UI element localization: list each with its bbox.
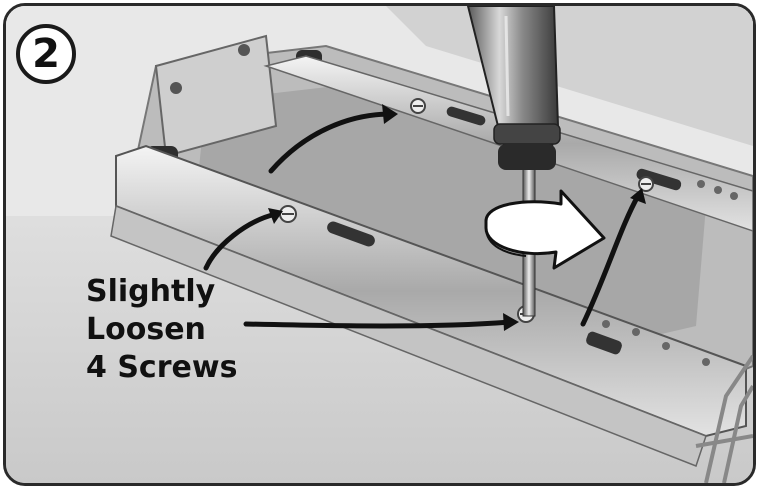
arrow-to-screw-2 bbox=[203, 211, 279, 271]
wire-basket bbox=[695, 354, 753, 483]
caption-line-1: Slightly bbox=[86, 274, 216, 309]
rail-flange bbox=[110, 204, 707, 467]
screw bbox=[410, 98, 426, 114]
screw bbox=[638, 176, 654, 192]
arrowheads bbox=[268, 104, 646, 331]
instruction-caption: Slightly Loosen 4 Screws bbox=[86, 273, 237, 387]
back-bracket bbox=[154, 34, 278, 158]
arrow-to-screw-1 bbox=[268, 111, 394, 174]
rail-slot bbox=[327, 221, 375, 247]
bracket-hole bbox=[170, 82, 182, 94]
step-number-badge: 2 bbox=[16, 24, 76, 84]
callout-arrows bbox=[203, 111, 641, 329]
rail-slot bbox=[636, 168, 682, 191]
caption-line-2: Loosen bbox=[86, 312, 206, 347]
photo-frame: 2 Slightly Loosen 4 Screws bbox=[3, 3, 756, 486]
rail-slot bbox=[586, 331, 622, 355]
rail-rivets bbox=[602, 180, 738, 366]
bracket-hole bbox=[238, 44, 250, 56]
arrow-to-screw-4 bbox=[580, 193, 641, 327]
photo-illustration bbox=[6, 6, 753, 483]
screw bbox=[279, 205, 297, 223]
tray-recess bbox=[196, 86, 706, 356]
rotate-arrow-icon bbox=[484, 189, 606, 270]
arrow-to-screw-3 bbox=[243, 319, 514, 329]
rail-slot bbox=[446, 106, 486, 126]
caption-line-3: 4 Screws bbox=[86, 350, 238, 385]
